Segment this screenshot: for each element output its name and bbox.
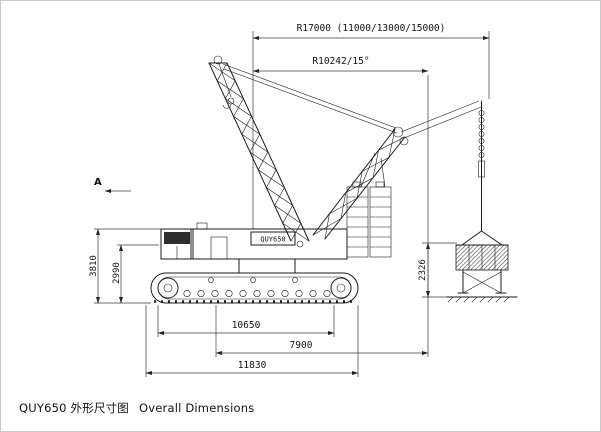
dim-height-body: 2990: [112, 262, 122, 284]
dim-length-track: 10650: [232, 320, 261, 331]
section-marker-label: A: [94, 177, 102, 188]
dim-max-radius: R17000 (11000/13000/15000): [297, 23, 446, 34]
lattice-boom: [208, 55, 310, 242]
model-plate: [250, 231, 296, 246]
dim-height-ballast: 2326: [418, 259, 428, 281]
boom-head-sheave: [213, 55, 223, 65]
section-marker: A: [94, 177, 131, 194]
suspended-ballast: [400, 100, 518, 303]
caption-title-cn: QUY650 外形尺寸图: [19, 401, 129, 415]
exhaust-stack: [196, 222, 208, 230]
counterweight-rigging: [360, 152, 386, 188]
mast-head-sheave-2: [399, 136, 409, 146]
pendant-chain: [478, 110, 485, 178]
dim-length-overall: 11830: [238, 360, 267, 371]
cab-window: [164, 232, 190, 244]
mast: [222, 63, 409, 240]
counterweight: [346, 181, 392, 258]
caption: QUY650 外形尺寸图 Overall Dimensions: [19, 400, 254, 416]
ballast-hanger: [461, 230, 503, 246]
crawler-track: [150, 272, 359, 304]
carbody: [238, 258, 296, 274]
dim-length-rear: 7900: [290, 340, 313, 351]
ground-line: [446, 296, 518, 303]
housing-door: [210, 236, 228, 260]
ballast-pendant-bars: [400, 100, 482, 139]
superstructure: QUY650: [160, 222, 348, 260]
ballast-legs: [462, 269, 502, 294]
dimension-lines: [95, 35, 490, 376]
boom-pendant: [222, 63, 397, 129]
dim-height-overall: 3810: [89, 255, 99, 277]
overall-dimensions-drawing: R17000 (11000/13000/15000) R10242/15° 38…: [89, 23, 518, 377]
boom-foot-pin: [296, 240, 304, 248]
caption-title-en: Overall Dimensions: [139, 401, 255, 415]
dim-tail-radius: R10242/15°: [312, 56, 369, 67]
model-plate-label: QUY650: [260, 236, 285, 244]
road-wheels: [183, 277, 331, 297]
mast-head-sheave: [392, 126, 404, 138]
